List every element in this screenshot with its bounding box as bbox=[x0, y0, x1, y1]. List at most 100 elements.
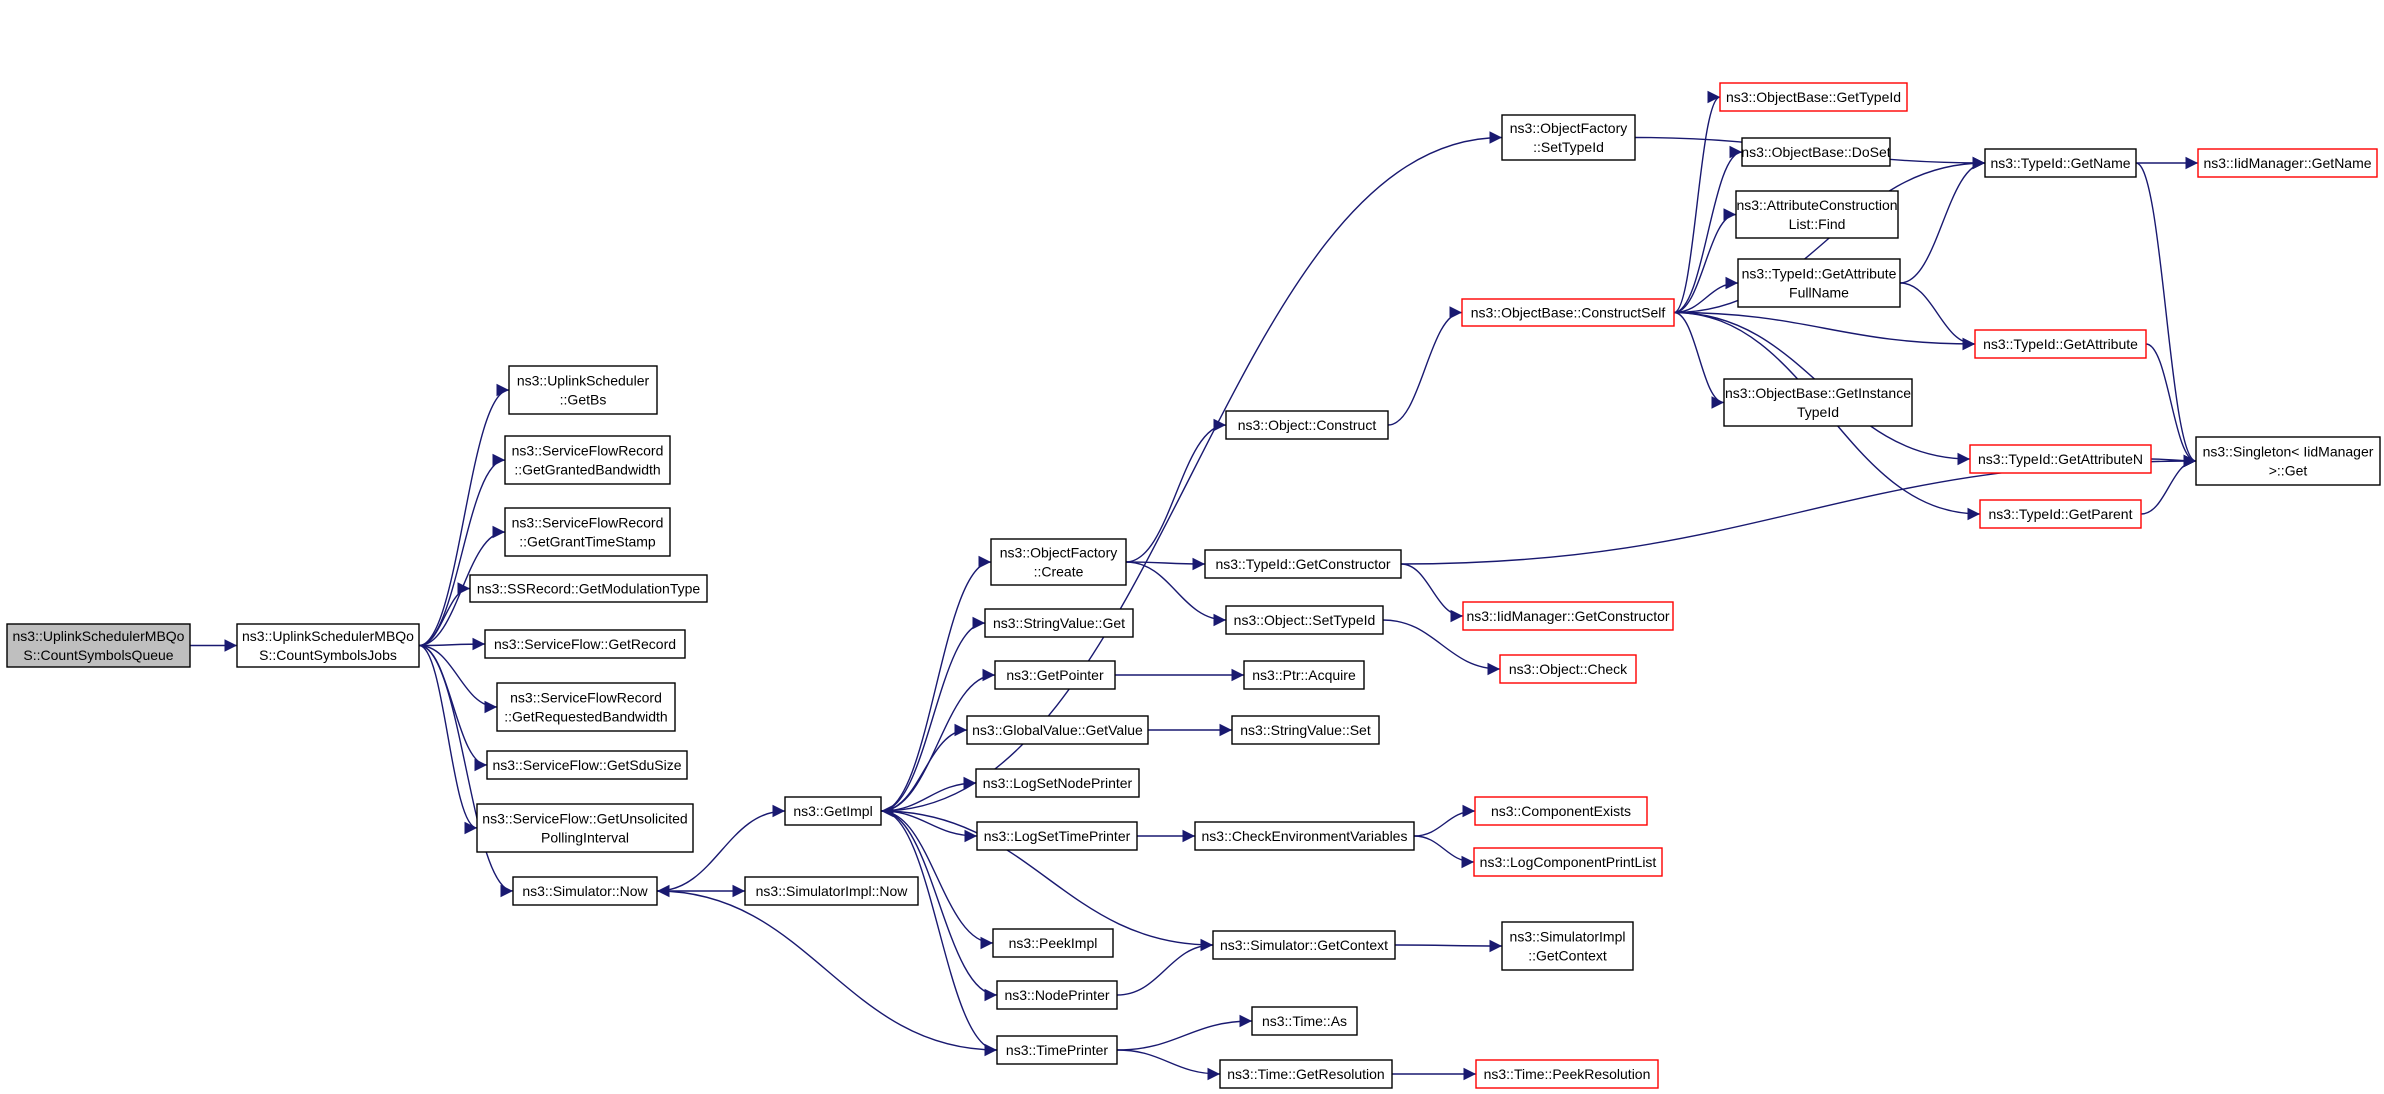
node-label: ns3::Object::SetTypeId bbox=[1234, 612, 1376, 628]
node-box bbox=[1979, 499, 2142, 529]
edge-csj-to-getbs bbox=[418, 383, 510, 647]
node-iidgetctor[interactable]: ns3::IidManager::GetConstructor bbox=[1462, 601, 1674, 631]
node-getptr[interactable]: ns3::GetPointer bbox=[994, 660, 1116, 690]
node-label: ns3::TypeId::GetAttribute bbox=[1983, 336, 2138, 352]
node-gvgetval[interactable]: ns3::GlobalValue::GetValue bbox=[966, 715, 1149, 745]
node-label: ns3::ServiceFlowRecord bbox=[512, 515, 664, 531]
node-svget[interactable]: ns3::StringValue::Get bbox=[984, 608, 1134, 638]
node-label: ns3::GlobalValue::GetValue bbox=[972, 722, 1143, 738]
node-timepeekres[interactable]: ns3::Time::PeekResolution bbox=[1475, 1059, 1659, 1089]
node-box bbox=[486, 750, 688, 780]
edge-ofcreate-to-objsettid bbox=[1125, 561, 1227, 627]
node-box bbox=[508, 365, 658, 415]
node-box bbox=[1741, 137, 1891, 167]
node-obgettid[interactable]: ns3::ObjectBase::GetTypeId bbox=[1719, 82, 1908, 112]
node-grec[interactable]: ns3::ServiceFlow::GetRecord bbox=[484, 629, 686, 659]
node-getbs[interactable]: ns3::UplinkScheduler::GetBs bbox=[508, 365, 658, 415]
node-label: ns3::Time::As bbox=[1262, 1013, 1347, 1029]
node-iidgetname[interactable]: ns3::IidManager::GetName bbox=[2197, 148, 2378, 178]
node-label: ns3::GetImpl bbox=[793, 803, 872, 819]
node-checkenv[interactable]: ns3::CheckEnvironmentVariables bbox=[1194, 821, 1415, 851]
node-box bbox=[996, 1035, 1118, 1065]
node-label: List::Find bbox=[1789, 216, 1846, 232]
node-label: ns3::ObjectBase::DoSet bbox=[1741, 144, 1891, 160]
node-label: ns3::Simulator::Now bbox=[522, 883, 648, 899]
edge-simgetctx-to-simimplgetctx bbox=[1394, 939, 1503, 953]
node-lstp[interactable]: ns3::LogSetTimePrinter bbox=[976, 821, 1138, 851]
node-tidgetname[interactable]: ns3::TypeId::GetName bbox=[1984, 148, 2137, 178]
node-label: ns3::TypeId::GetAttribute bbox=[1742, 266, 1897, 282]
node-label: ns3::SimulatorImpl bbox=[1510, 929, 1626, 945]
node-box bbox=[6, 623, 191, 668]
node-root[interactable]: ns3::UplinkSchedulerMBQoS::CountSymbolsQ… bbox=[6, 623, 191, 668]
node-box bbox=[1231, 715, 1380, 745]
node-box bbox=[2195, 436, 2381, 486]
edge-tidgetattrfn-to-tidgetname bbox=[1899, 156, 1986, 284]
node-timeas[interactable]: ns3::Time::As bbox=[1251, 1006, 1358, 1036]
node-label: ns3::PeekImpl bbox=[1009, 935, 1098, 951]
node-simimplnow[interactable]: ns3::SimulatorImpl::Now bbox=[744, 876, 919, 906]
node-label: ns3::ServiceFlow::GetUnsolicited bbox=[482, 811, 687, 827]
node-box bbox=[1473, 847, 1663, 877]
node-obconstructself[interactable]: ns3::ObjectBase::ConstructSelf bbox=[1461, 298, 1675, 327]
node-logcpl[interactable]: ns3::LogComponentPrintList bbox=[1473, 847, 1663, 877]
node-nodeprinter[interactable]: ns3::NodePrinter bbox=[996, 980, 1118, 1010]
node-timeprinter[interactable]: ns3::TimePrinter bbox=[996, 1035, 1118, 1065]
node-ptracquire[interactable]: ns3::Ptr::Acquire bbox=[1243, 660, 1365, 690]
edge-obconstructself-to-obdoset bbox=[1673, 145, 1743, 314]
node-box bbox=[1735, 190, 1899, 239]
node-simgetctx[interactable]: ns3::Simulator::GetContext bbox=[1212, 930, 1396, 960]
node-lsnp[interactable]: ns3::LogSetNodePrinter bbox=[975, 768, 1140, 798]
node-singletonget[interactable]: ns3::Singleton< IidManager >::Get bbox=[2195, 436, 2381, 486]
node-box bbox=[504, 435, 671, 485]
node-ofcreate[interactable]: ns3::ObjectFactory::Create bbox=[990, 538, 1127, 586]
node-box bbox=[1499, 654, 1637, 684]
node-tidgetctor[interactable]: ns3::TypeId::GetConstructor bbox=[1204, 549, 1402, 579]
node-simimplgetctx[interactable]: ns3::SimulatorImpl::GetContext bbox=[1501, 921, 1634, 971]
edge-getimpl-to-peekimpl bbox=[880, 810, 994, 950]
node-box bbox=[984, 608, 1134, 638]
node-compexists[interactable]: ns3::ComponentExists bbox=[1474, 796, 1648, 826]
node-box bbox=[1737, 258, 1901, 308]
node-ggts[interactable]: ns3::ServiceFlowRecord::GetGrantTimeStam… bbox=[504, 507, 671, 557]
node-box bbox=[1462, 601, 1674, 631]
edge-csj-to-simnow bbox=[418, 644, 514, 898]
node-timegetres[interactable]: ns3::Time::GetResolution bbox=[1219, 1059, 1393, 1089]
node-gsdu[interactable]: ns3::ServiceFlow::GetSduSize bbox=[486, 750, 688, 780]
node-box bbox=[1984, 148, 2137, 178]
node-gmt[interactable]: ns3::SSRecord::GetModulationType bbox=[469, 574, 708, 603]
node-getimpl[interactable]: ns3::GetImpl bbox=[784, 796, 882, 826]
edge-getimpl-to-nodeprinter bbox=[880, 810, 998, 1002]
node-tidgetattr[interactable]: ns3::TypeId::GetAttribute bbox=[1974, 329, 2147, 359]
node-label: ns3::NodePrinter bbox=[1004, 987, 1109, 1003]
node-box bbox=[1969, 444, 2152, 474]
node-peekimpl[interactable]: ns3::PeekImpl bbox=[992, 928, 1114, 958]
node-csj[interactable]: ns3::UplinkSchedulerMBQoS::CountSymbolsJ… bbox=[236, 623, 420, 668]
node-label: ns3::GetPointer bbox=[1006, 667, 1104, 683]
node-tidgetattrn[interactable]: ns3::TypeId::GetAttributeN bbox=[1969, 444, 2152, 474]
node-objcheck[interactable]: ns3::Object::Check bbox=[1499, 654, 1637, 684]
node-gupi[interactable]: ns3::ServiceFlow::GetUnsolicitedPollingI… bbox=[476, 803, 694, 853]
node-label: ns3::Object::Construct bbox=[1238, 417, 1377, 433]
node-label: ns3::StringValue::Set bbox=[1240, 722, 1371, 738]
node-ofsettid[interactable]: ns3::ObjectFactory::SetTypeId bbox=[1501, 114, 1636, 161]
node-obdoset[interactable]: ns3::ObjectBase::DoSet bbox=[1741, 137, 1891, 167]
node-simnow[interactable]: ns3::Simulator::Now bbox=[512, 876, 658, 906]
edge-simnow-to-getimpl bbox=[656, 804, 786, 892]
node-svset[interactable]: ns3::StringValue::Set bbox=[1231, 715, 1380, 745]
node-box bbox=[1474, 796, 1648, 826]
node-label: ::Create bbox=[1034, 564, 1084, 580]
node-label: ns3::StringValue::Get bbox=[993, 615, 1125, 631]
node-label: ::GetContext bbox=[1528, 948, 1607, 964]
node-box bbox=[992, 928, 1114, 958]
node-ggb[interactable]: ns3::ServiceFlowRecord::GetGrantedBandwi… bbox=[504, 435, 671, 485]
node-objsettid[interactable]: ns3::Object::SetTypeId bbox=[1225, 605, 1384, 635]
node-label: ns3::IidManager::GetName bbox=[2203, 155, 2371, 171]
node-grb[interactable]: ns3::ServiceFlowRecord::GetRequestedBand… bbox=[496, 682, 676, 732]
node-objconstruct[interactable]: ns3::Object::Construct bbox=[1225, 410, 1389, 440]
node-box bbox=[1974, 329, 2147, 359]
node-tidgetparent[interactable]: ns3::TypeId::GetParent bbox=[1979, 499, 2142, 529]
